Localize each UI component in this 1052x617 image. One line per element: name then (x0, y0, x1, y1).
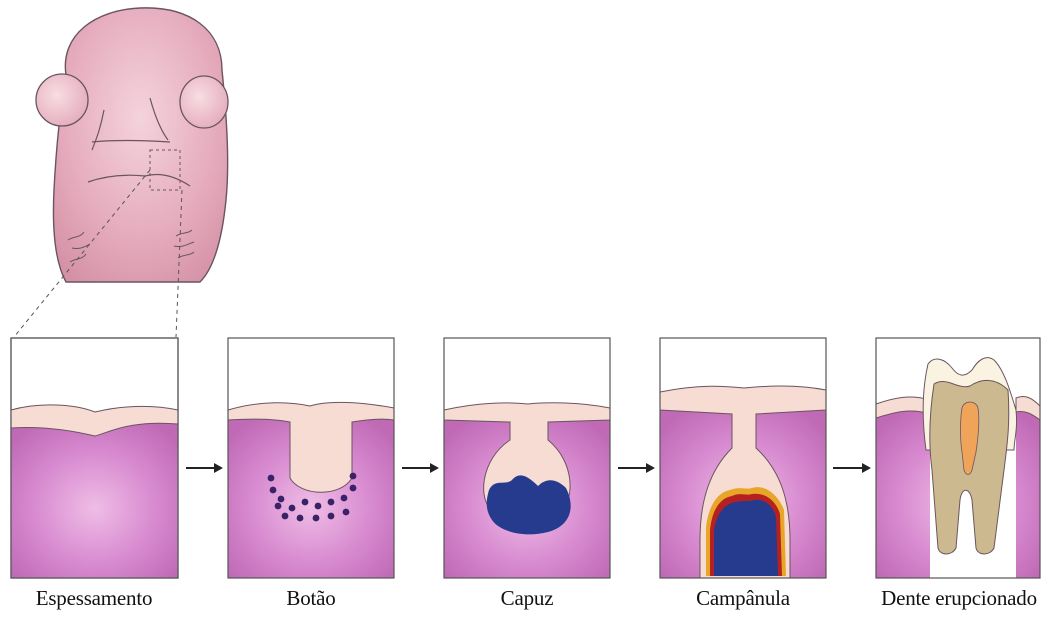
right-eye (180, 76, 228, 128)
caption-espessamento: Espessamento (36, 586, 153, 611)
panel-campanula (660, 338, 826, 578)
left-eye (36, 74, 88, 126)
caption-capuz: Capuz (501, 586, 554, 611)
dental-papilla (714, 500, 778, 576)
panel-dente-erupcionado (876, 338, 1040, 578)
arrow-2 (402, 463, 439, 473)
caption-botao: Botão (286, 586, 335, 611)
caption-campanula: Campânula (696, 586, 790, 611)
tissue-mesenchyme (11, 423, 178, 578)
head-outline (53, 8, 227, 282)
panel-espessamento (11, 338, 178, 578)
arrow-1 (186, 463, 223, 473)
dental-papilla (487, 475, 571, 534)
arrow-3 (618, 463, 655, 473)
caption-dente-erupcionado: Dente erupcionado (881, 586, 1037, 611)
arrow-4 (833, 463, 871, 473)
embryo-head (36, 8, 228, 282)
panel-capuz (444, 338, 610, 578)
panel-botao (228, 338, 394, 578)
